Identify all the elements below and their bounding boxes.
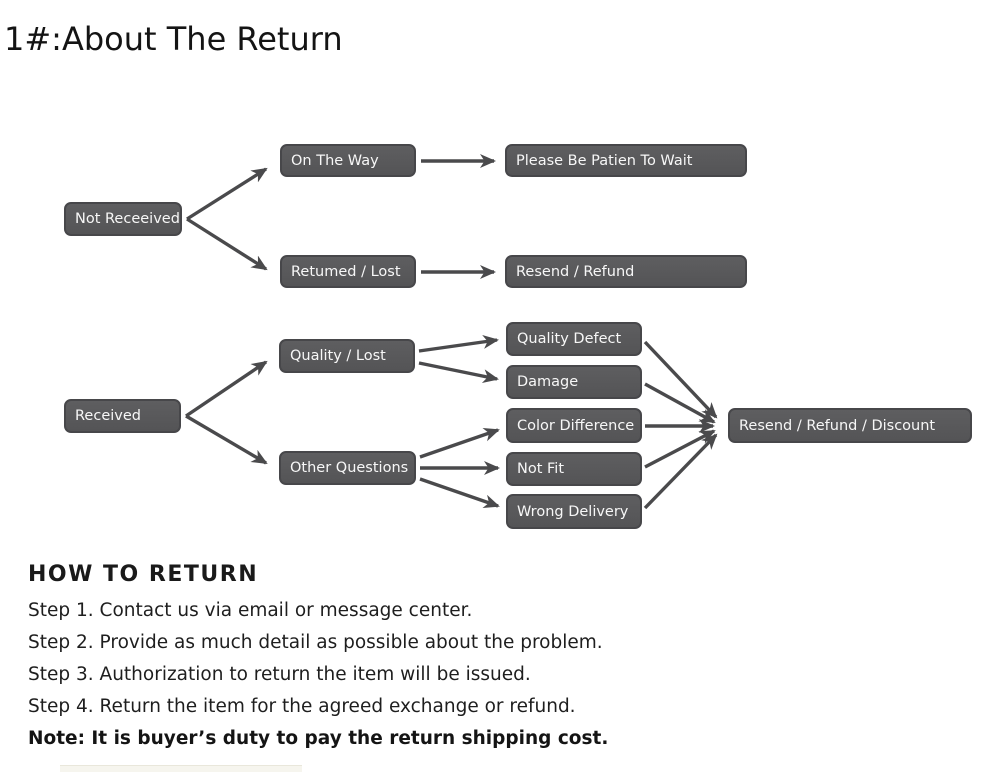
flow-node-other-questions: Other Questions	[279, 451, 416, 485]
flow-node-resend-refund: Resend / Refund	[505, 255, 747, 288]
flow-node-damage: Damage	[506, 365, 642, 399]
step-1: Step 1. Contact us via email or message …	[28, 600, 473, 621]
flow-node-received: Received	[64, 399, 181, 433]
flow-node-color-difference: Color Difference	[506, 408, 642, 443]
how-to-return-section: HOW TO RETURN Step 1. Contact us via ema…	[28, 562, 608, 755]
flow-node-returned-lost: Retumed / Lost	[280, 255, 416, 288]
flow-node-not-fit: Not Fit	[506, 452, 642, 486]
step-2: Step 2. Provide as much detail as possib…	[28, 632, 603, 653]
page-title: 1#:About The Return	[4, 20, 343, 58]
step-4: Step 4. Return the item for the agreed e…	[28, 696, 576, 717]
flow-node-please-wait: Please Be Patien To Wait	[505, 144, 747, 177]
flow-node-resend-refund-discount: Resend / Refund / Discount	[728, 408, 972, 443]
flow-node-quality-lost: Quality / Lost	[279, 339, 415, 373]
flow-node-wrong-delivery: Wrong Delivery	[506, 494, 642, 529]
note-line: Note: It is buyer’s duty to pay the retu…	[28, 728, 609, 749]
flow-node-not-received: Not Receeived	[64, 202, 182, 236]
flow-node-on-the-way: On The Way	[280, 144, 416, 177]
partial-bottom-bar	[60, 765, 302, 772]
flow-node-quality-defect: Quality Defect	[506, 322, 642, 356]
step-3: Step 3. Authorization to return the item…	[28, 664, 531, 685]
how-to-return-heading: HOW TO RETURN	[28, 562, 259, 587]
